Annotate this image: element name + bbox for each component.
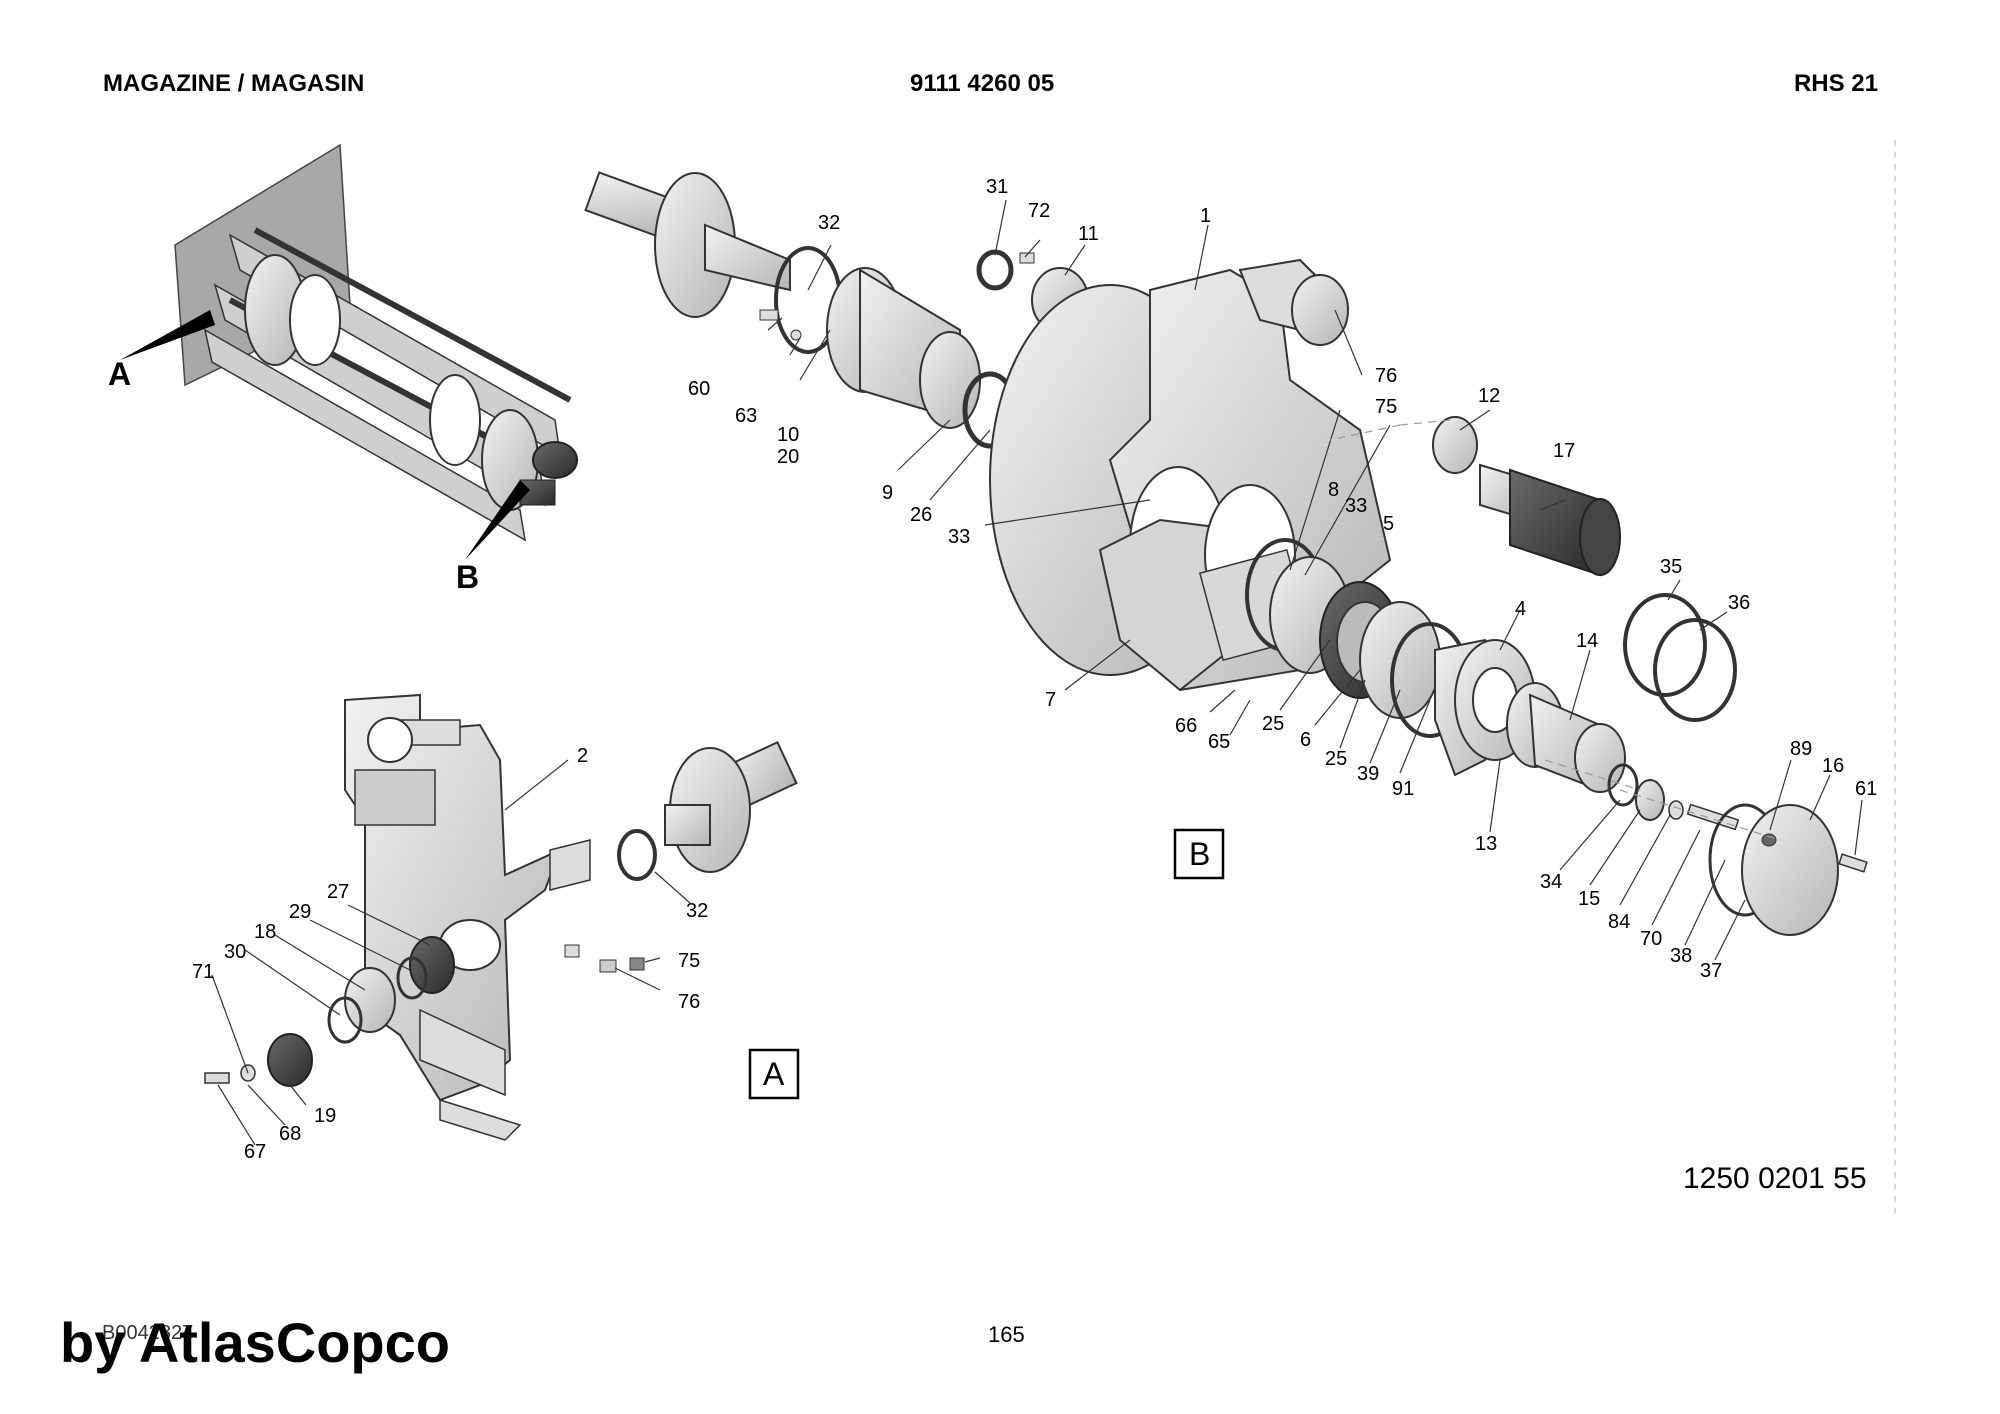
detail-a-assembly [344,693,591,1141]
part-label: 76 [1375,365,1397,387]
header-section-title: MAGAZINE / MAGASIN [103,70,365,97]
part-label: 16 [1822,755,1844,777]
part-label: 75 [1375,396,1397,418]
part-label: 63 [735,405,757,427]
part-label: 32 [818,212,840,234]
part-label: 89 [1790,738,1812,760]
part-label: 84 [1608,911,1630,933]
part-label: 2 [577,745,588,767]
part-label: 10 [777,424,799,446]
part-label: 8 [1328,479,1339,501]
atlascopco-watermark: by AtlasCopco [60,1311,450,1374]
part-label: 12 [1478,385,1500,407]
part-label: 60 [688,378,710,400]
header-part-number: 9111 4260 05 [910,70,1055,97]
detail-b-axis-lines [1329,419,1781,841]
part-label: 70 [1640,928,1662,950]
document-code: B0042827 [102,1322,194,1344]
part-label: 71 [192,961,214,983]
drawing-number: 1250 0201 55 [1683,1162,1867,1195]
part-label: 32 [686,900,708,922]
part-label: 67 [244,1141,266,1163]
part-label: 65 [1208,731,1230,753]
part-label: 5 [1383,513,1394,535]
detail-a-frame [748,1048,800,1100]
part-label: 75 [678,950,700,972]
detail-b-motor [1432,416,1621,577]
part-label: 27 [327,881,349,903]
part-label: 14 [1576,630,1598,652]
detail-b-housing [989,258,1392,692]
detail-a-flange-shaft [664,740,798,873]
part-label: 33 [948,526,970,548]
part-label: 33 [1345,495,1367,517]
detail-b-frame-label: B [1189,836,1210,872]
part-label: 6 [1300,729,1311,751]
page-number: 165 [988,1322,1025,1347]
part-label: 39 [1357,763,1379,785]
part-label: 20 [777,446,799,468]
part-label: 25 [1262,713,1284,735]
part-label: 7 [1045,689,1056,711]
magazine-overview [120,143,578,560]
overview-callout-a: A [108,356,131,392]
part-label: 9 [882,482,893,504]
part-label: 38 [1670,945,1692,967]
part-label: 25 [1325,748,1347,770]
part-label: 91 [1392,778,1414,800]
part-label: 68 [279,1123,301,1145]
part-label: 26 [910,504,932,526]
part-label: 1 [1200,205,1211,227]
part-labels: 1 2 4 5 6 7 8 9 10 11 12 13 14 15 16 17 … [192,176,1877,1163]
part-label: 19 [314,1105,336,1127]
part-label: 15 [1578,888,1600,910]
detail-b-leader-lines [767,199,1863,961]
part-label: 18 [254,921,276,943]
overview-callout-b: B [456,559,479,595]
part-label: 31 [986,176,1008,198]
detail-b-cover [1708,803,1868,936]
part-label: 61 [1855,778,1877,800]
detail-b-bearing-stack [1245,538,1740,831]
part-label: 13 [1475,833,1497,855]
detail-b-input-shaft [584,171,791,318]
part-label: 76 [678,991,700,1013]
part-label: 66 [1175,715,1197,737]
part-label: 36 [1728,592,1750,614]
detail-a-frame-label: A [763,1056,785,1092]
part-label: 4 [1515,598,1526,620]
detail-b-snap-rings [1623,593,1737,722]
part-label: 17 [1553,440,1575,462]
part-label: 37 [1700,960,1722,982]
part-label: 29 [289,901,311,923]
part-label: 72 [1028,200,1050,222]
part-label: 11 [1078,223,1099,245]
detail-a-leader-lines [211,759,691,1146]
part-label: 30 [224,941,246,963]
part-label: 34 [1540,871,1562,893]
detail-b-frame [1173,828,1225,880]
part-label: 35 [1660,556,1682,578]
header-model: RHS 21 [1793,70,1878,97]
